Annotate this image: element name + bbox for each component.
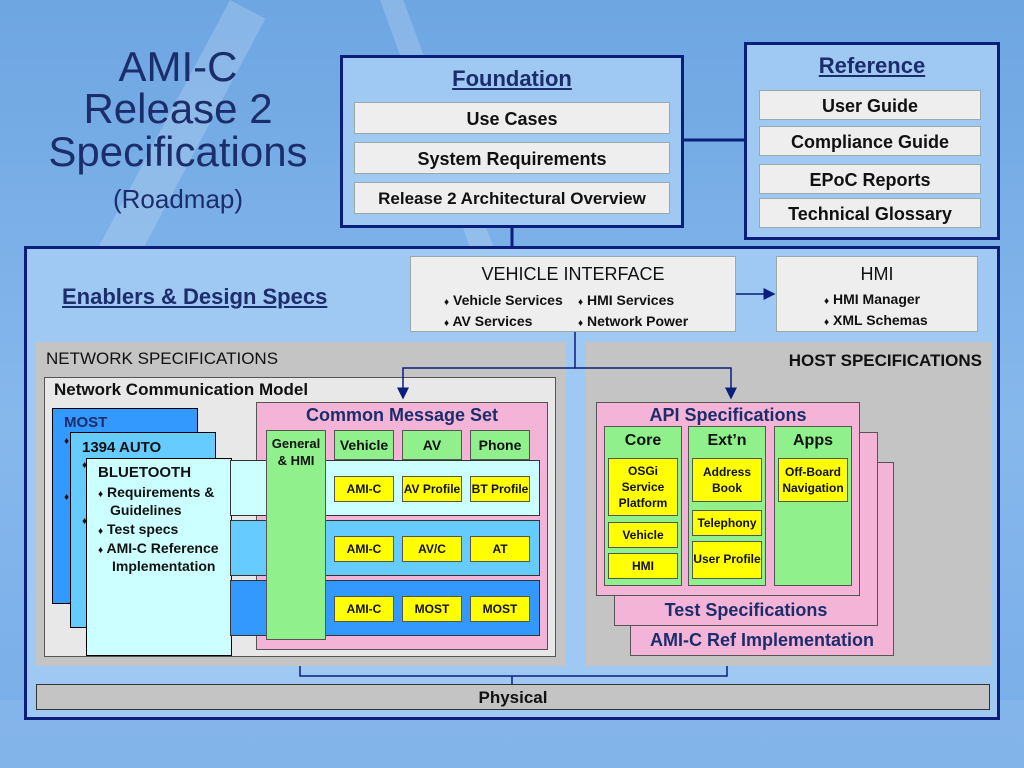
bluetooth-item: Guidelines — [110, 502, 182, 518]
bluetooth-item: ♦ Requirements & — [98, 484, 215, 500]
vehicle-interface-heading: VEHICLE INTERFACE — [481, 264, 665, 284]
common-message-set-heading: Common Message Set — [305, 405, 499, 425]
bluetooth-card — [86, 458, 232, 656]
api-core-heading: Core — [624, 432, 662, 449]
auto1394-bullet: ♦ — [82, 516, 88, 527]
hmi-box — [776, 256, 978, 332]
vehicle-interface-item: ♦ AV Services — [444, 313, 533, 329]
foundation-item-system-requirements: System Requirements — [354, 142, 670, 174]
most-bullet: ♦ — [64, 492, 70, 503]
api-core-item: HMI — [608, 553, 678, 579]
title-subtitle: (Roadmap) — [112, 184, 244, 214]
reference-item-user-guide: User Guide — [759, 90, 981, 120]
api-extn-item: Telephony — [692, 510, 762, 536]
cms-cell: AMI-C — [334, 536, 394, 562]
cms-column-vehicle: Vehicle — [334, 430, 394, 460]
bluetooth-item: Implementation — [112, 558, 216, 574]
api-core-item: OSGi Service Platform — [608, 458, 678, 516]
api-extn-heading: Ext’n — [707, 432, 747, 449]
vehicle-interface-item: ♦ HMI Services — [578, 292, 675, 308]
cms-column-phone: Phone — [470, 430, 530, 460]
api-apps-column — [774, 426, 852, 586]
bluetooth-item: ♦ Test specs — [98, 521, 179, 537]
cms-column-general-hmi — [266, 430, 326, 640]
vehicle-interface-item: ♦ Vehicle Services — [444, 292, 563, 308]
cms-cell: AV/C — [402, 536, 462, 562]
cms-column-general-hmi-label: General & HMI — [271, 436, 321, 468]
hmi-heading: HMI — [860, 264, 894, 284]
cms-cell: MOST — [470, 596, 530, 622]
api-extn-item: Address Book — [692, 458, 762, 502]
network-model-heading: Network Communication Model — [54, 380, 309, 399]
cms-cell: BT Profile — [470, 476, 530, 502]
cms-column-av: AV — [402, 430, 462, 460]
cms-cell: AMI-C — [334, 596, 394, 622]
api-core-item: Vehicle — [608, 522, 678, 548]
bluetooth-label: BLUETOOTH — [98, 464, 192, 481]
ref-impl-label: AMI-C Ref Implementation — [649, 630, 874, 650]
api-apps-heading: Apps — [793, 432, 833, 449]
bluetooth-item: ♦ AMI-C Reference — [98, 540, 219, 556]
host-specs-heading: HOST SPECIFICATIONS — [788, 351, 982, 370]
auto1394-bullet: ♦ — [82, 460, 88, 471]
test-specs-label: Test Specifications — [664, 600, 828, 620]
title-line-2: Release 2 — [83, 85, 273, 132]
enablers-heading: Enablers & Design Specs — [62, 284, 328, 309]
api-apps-item: Off-Board Navigation — [778, 458, 848, 502]
foundation-item-use-cases: Use Cases — [354, 102, 670, 134]
hmi-item: ♦ HMI Manager — [824, 291, 921, 307]
title-line-1: AMI-C — [118, 43, 238, 90]
vehicle-interface-box — [410, 256, 736, 332]
most-bullet: ♦ — [64, 436, 70, 447]
cms-cell: AV Profile — [402, 476, 462, 502]
hmi-item: ♦ XML Schemas — [824, 312, 928, 328]
auto1394-label: 1394 AUTO — [82, 439, 162, 456]
api-extn-item: User Profile — [692, 541, 762, 579]
cms-cell: AT — [470, 536, 530, 562]
reference-item-epoc-reports: EPoC Reports — [759, 164, 981, 194]
cms-cell: MOST — [402, 596, 462, 622]
physical-bar — [36, 684, 990, 710]
api-specs-heading: API Specifications — [649, 405, 807, 425]
reference-heading: Reference — [818, 53, 926, 78]
vehicle-interface-item: ♦ Network Power — [578, 313, 689, 329]
cms-cell: AMI-C — [334, 476, 394, 502]
most-label: MOST — [64, 414, 108, 431]
foundation-heading: Foundation — [452, 66, 572, 91]
network-specs-heading: NETWORK SPECIFICATIONS — [46, 349, 279, 368]
foundation-item-architectural-overview: Release 2 Architectural Overview — [354, 182, 670, 214]
title-line-3: Specifications — [48, 128, 308, 175]
reference-item-technical-glossary: Technical Glossary — [759, 198, 981, 228]
reference-item-compliance-guide: Compliance Guide — [759, 126, 981, 156]
physical-label: Physical — [478, 688, 548, 707]
